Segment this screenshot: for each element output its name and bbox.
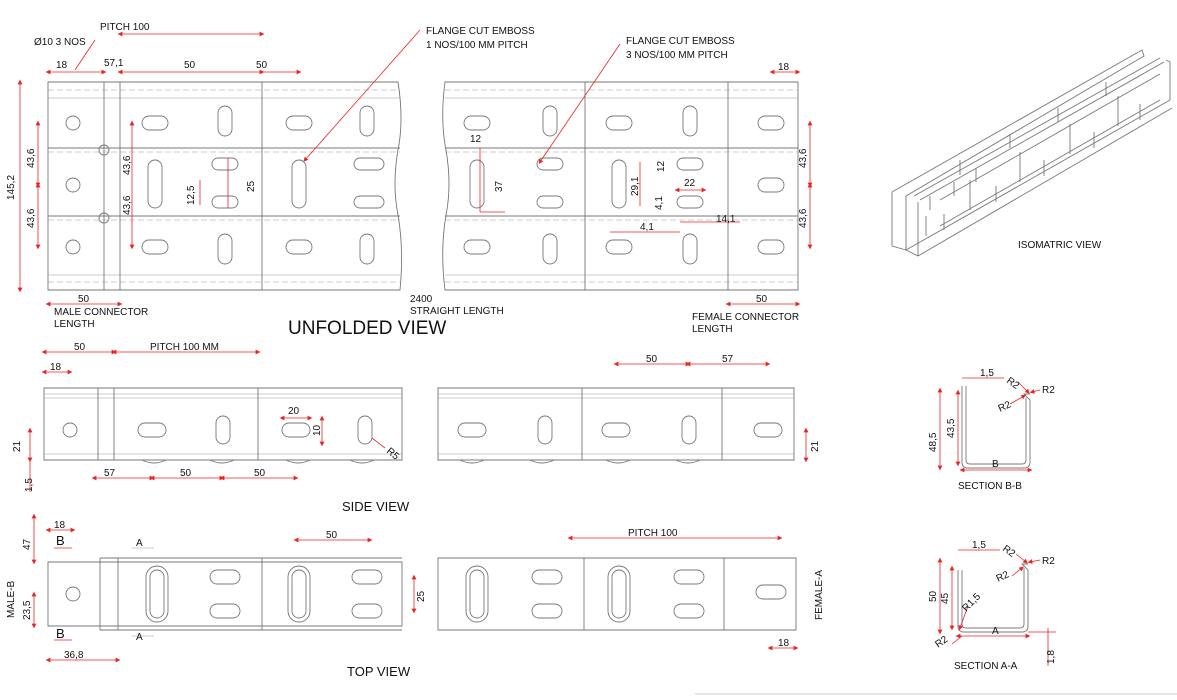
svg-text:23,5: 23,5 — [22, 600, 33, 620]
svg-text:43,6: 43,6 — [122, 155, 133, 175]
svg-text:LENGTH: LENGTH — [54, 319, 95, 330]
svg-text:R2: R2 — [1000, 543, 1017, 560]
svg-text:1,5: 1,5 — [24, 478, 35, 492]
svg-text:2400: 2400 — [410, 294, 433, 305]
svg-text:48,5: 48,5 — [928, 432, 939, 452]
side-view-title: SIDE VIEW — [342, 499, 410, 514]
isometric-view: ISOMATRIC VIEW — [891, 49, 1173, 257]
svg-text:21: 21 — [810, 440, 821, 452]
male-hole-2 — [65, 177, 81, 193]
flange-note-3b: 3 NOS/100 MM PITCH — [626, 50, 728, 61]
svg-text:R2: R2 — [995, 569, 1012, 585]
svg-text:STRAIGHT LENGTH: STRAIGHT LENGTH — [410, 306, 504, 317]
svg-text:R1,5: R1,5 — [960, 591, 983, 614]
svg-text:43,6: 43,6 — [798, 148, 809, 168]
svg-text:29,1: 29,1 — [630, 176, 641, 196]
top-view-title: TOP VIEW — [347, 664, 411, 679]
svg-text:47: 47 — [22, 538, 33, 550]
section-a-title: SECTION A-A — [954, 661, 1018, 672]
male-b-label: MALE-B — [6, 580, 17, 618]
svg-text:45: 45 — [940, 592, 951, 604]
svg-text:43,6: 43,6 — [122, 195, 133, 215]
svg-text:43,5: 43,5 — [946, 418, 957, 438]
svg-text:B: B — [56, 626, 65, 641]
svg-text:25: 25 — [416, 590, 427, 602]
svg-text:20: 20 — [288, 406, 300, 417]
section-a-a: 1,5 R2 R2 R2 R1,5 R2 50 45 A 1,8 SECTION… — [928, 540, 1057, 672]
svg-text:18: 18 — [56, 60, 68, 71]
svg-text:12,5: 12,5 — [186, 185, 197, 205]
svg-text:43,6: 43,6 — [26, 148, 37, 168]
svg-text:50: 50 — [74, 342, 86, 353]
svg-text:57: 57 — [104, 468, 116, 479]
unfolded-right-outline — [442, 81, 799, 291]
flange-note-1b: 1 NOS/100 MM PITCH — [426, 40, 528, 51]
svg-text:R2: R2 — [1004, 375, 1021, 392]
svg-text:22: 22 — [684, 178, 696, 189]
svg-text:57,1: 57,1 — [104, 58, 124, 69]
svg-text:B: B — [992, 459, 999, 470]
svg-text:A: A — [136, 538, 143, 549]
side-view: 50 PITCH 100 MM 18 50 57 20 10 R5 21 21 … — [12, 342, 821, 514]
svg-text:50: 50 — [646, 354, 658, 365]
female-a-label: FEMALE-A — [814, 570, 825, 620]
section-b-b: 1,5 R2 R2 R2 48,5 43,5 B SECTION B-B — [928, 368, 1055, 492]
svg-text:B: B — [56, 533, 65, 548]
svg-text:A: A — [992, 626, 999, 637]
svg-text:50: 50 — [180, 468, 192, 479]
svg-text:145,2: 145,2 — [6, 175, 17, 200]
svg-text:43,6: 43,6 — [798, 208, 809, 228]
svg-text:50: 50 — [254, 468, 266, 479]
svg-text:43,6: 43,6 — [26, 208, 37, 228]
svg-text:R2: R2 — [933, 634, 950, 651]
svg-text:25: 25 — [246, 180, 257, 192]
svg-text:R2: R2 — [1042, 556, 1055, 567]
svg-text:12: 12 — [470, 134, 482, 145]
top-view: 47 23,5 MALE-B 18 B B A A 36,8 50 PITCH … — [6, 513, 825, 679]
svg-text:R2: R2 — [997, 399, 1014, 415]
svg-text:57: 57 — [722, 354, 734, 365]
svg-text:18: 18 — [778, 62, 790, 73]
svg-text:LENGTH: LENGTH — [692, 324, 733, 335]
svg-text:1,8: 1,8 — [1046, 650, 1057, 664]
svg-text:14,1: 14,1 — [716, 214, 736, 225]
svg-text:R2: R2 — [1042, 385, 1055, 396]
svg-text:50: 50 — [326, 530, 338, 541]
svg-text:10: 10 — [312, 424, 323, 436]
svg-text:50: 50 — [928, 590, 939, 602]
svg-text:1,5: 1,5 — [980, 368, 994, 379]
svg-text:18: 18 — [778, 638, 790, 649]
svg-text:21: 21 — [12, 440, 23, 452]
male-hole-1 — [65, 115, 81, 131]
isometric-view-title: ISOMATRIC VIEW — [1018, 240, 1102, 251]
svg-text:PITCH 100 MM: PITCH 100 MM — [150, 342, 219, 353]
svg-text:50: 50 — [756, 294, 768, 305]
male-hole-3 — [65, 239, 81, 255]
hole-note: Ø10 3 NOS — [34, 37, 86, 48]
svg-text:50: 50 — [184, 60, 196, 71]
section-b-title: SECTION B-B — [958, 481, 1022, 492]
flange-note-1a: FLANGE CUT EMBOSS — [426, 26, 535, 37]
svg-text:50: 50 — [256, 60, 268, 71]
dim-pitch-100: PITCH 100 — [100, 22, 150, 33]
unfolded-view-title: UNFOLDED VIEW — [288, 318, 446, 339]
svg-text:18: 18 — [50, 362, 62, 373]
svg-text:4,1: 4,1 — [640, 222, 654, 233]
unfolded-left-outline — [47, 81, 403, 291]
svg-text:36,8: 36,8 — [64, 650, 84, 661]
svg-text:4,1: 4,1 — [654, 196, 665, 210]
male-connector-label: MALE CONNECTOR — [54, 307, 148, 318]
svg-text:37: 37 — [494, 180, 505, 192]
svg-text:1,5: 1,5 — [972, 540, 986, 551]
svg-text:18: 18 — [54, 520, 66, 531]
female-connector-label: FEMALE CONNECTOR — [692, 312, 799, 323]
flange-note-3a: FLANGE CUT EMBOSS — [626, 36, 735, 47]
unfolded-view: PITCH 100 Ø10 3 NOS 18 57,1 50 50 18 FLA… — [6, 22, 813, 339]
svg-text:50: 50 — [78, 294, 90, 305]
svg-text:A: A — [136, 632, 143, 643]
svg-text:PITCH 100: PITCH 100 — [628, 528, 678, 539]
svg-text:12: 12 — [656, 160, 667, 172]
